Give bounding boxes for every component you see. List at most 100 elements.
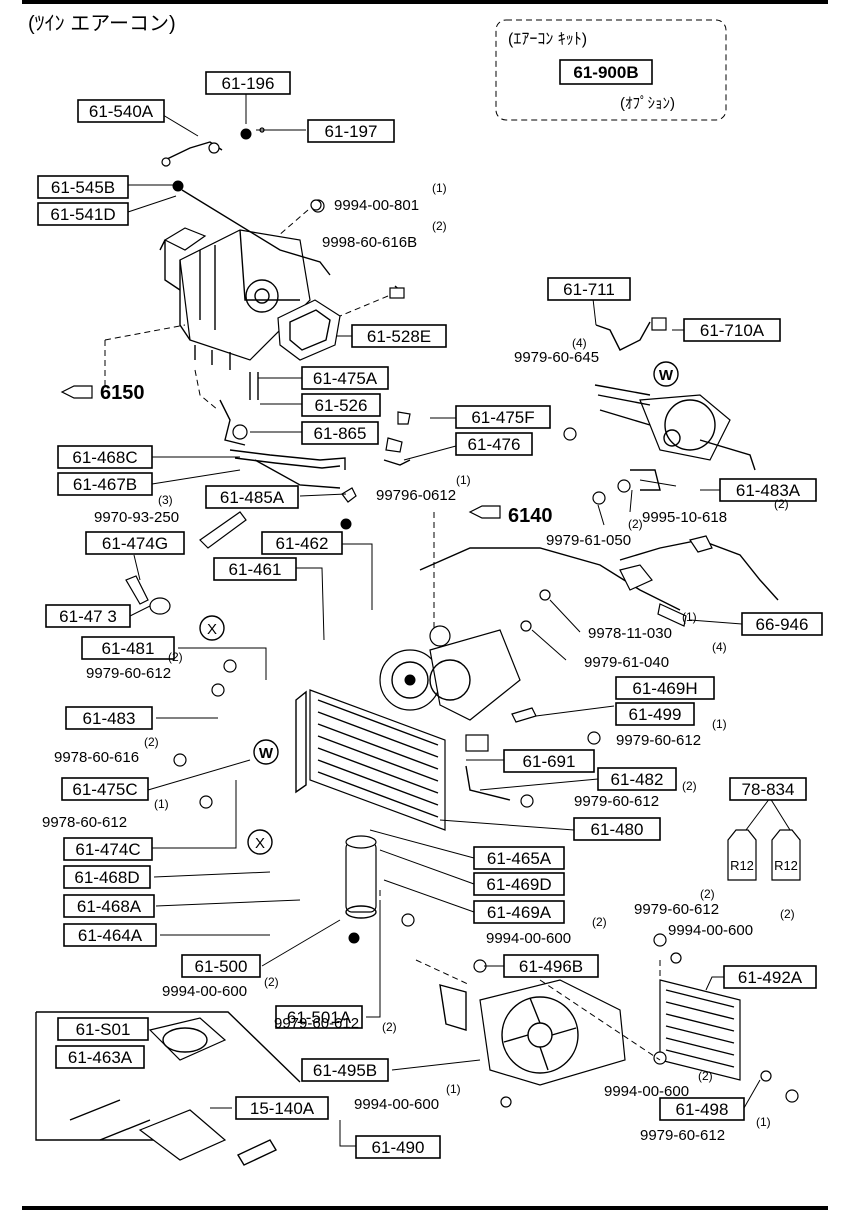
callout-9979-60-612[interactable]: 9979-60-612(1) <box>640 1115 771 1144</box>
part-label-text: 61-545B <box>51 178 115 197</box>
part-label-61-469d[interactable]: 61-469D <box>473 872 565 896</box>
part-label-61-467b[interactable]: 61-467B <box>57 472 153 496</box>
callout-qty: (1) <box>446 1082 461 1096</box>
part-label-61-545b[interactable]: 61-545B <box>37 175 129 199</box>
callout-qty: (2) <box>628 517 643 531</box>
callout-9979-60-612[interactable]: 9979-60-612(2) <box>86 650 183 682</box>
part-label-61-528e[interactable]: 61-528E <box>351 324 447 348</box>
callout-9994-00-600[interactable]: 9994-00-600(2) <box>486 915 607 947</box>
callout-9979-60-612[interactable]: 9979-60-612(2) <box>274 1015 397 1034</box>
bottom-rule <box>22 1206 828 1210</box>
part-label-61-s01[interactable]: 61-S01 <box>57 1017 149 1041</box>
part-label-61-492a[interactable]: 61-492A <box>723 965 817 989</box>
callout-9979-60-645[interactable]: 9979-60-645(4) <box>514 336 599 366</box>
part-label-text: 61-485A <box>220 488 285 507</box>
ref-arrow-6150: 6150 <box>60 382 145 404</box>
part-label-15-140a[interactable]: 15-140A <box>235 1096 329 1120</box>
callout-9994-00-600[interactable]: 9994-00-600(2) <box>162 975 279 1000</box>
ref-6140[interactable]: 6140 <box>508 505 553 527</box>
part-label-61-540a[interactable]: 61-540A <box>77 99 165 123</box>
part-label-text: 66-946 <box>756 615 809 634</box>
callout-9978-60-616[interactable]: 9978-60-616(2) <box>54 735 159 766</box>
callout-qty: (1) <box>432 181 447 195</box>
callout-number: 9979-60-612 <box>274 1015 359 1032</box>
callout-number: 9979-60-612 <box>574 793 659 810</box>
part-label-61-483a[interactable]: 61-483A <box>719 478 817 502</box>
callout-9978-11-030[interactable]: 9978-11-030(1) <box>588 610 697 642</box>
top-rule <box>22 0 828 4</box>
callout-99796-0612[interactable]: 99796-0612(1) <box>376 473 471 504</box>
part-label-61-480[interactable]: 61-480 <box>573 817 661 841</box>
part-label-61-196[interactable]: 61-196 <box>205 71 291 95</box>
callout-9994-00-600[interactable]: 9994-00-600(2) <box>604 1069 713 1100</box>
part-label-text: 61-462 <box>276 534 329 553</box>
callout-9998-60-616B[interactable]: 9998-60-616B(2) <box>322 219 447 251</box>
option-kit-panel <box>495 19 727 121</box>
part-label-61-197[interactable]: 61-197 <box>307 119 395 143</box>
boxed-part-labels: 61-196 61-540A 61-197 61-545B 61-541D 61-528E… <box>37 71 823 1159</box>
callout-9979-60-612[interactable]: 9979-60-612(2) <box>634 887 719 918</box>
callout-number: 9994-00-600 <box>486 930 571 947</box>
part-label-61-465a[interactable]: 61-465A <box>473 846 565 870</box>
part-label-61-473[interactable]: 61-47 3 <box>45 604 131 628</box>
part-label-text: 61-541D <box>50 205 115 224</box>
option-kit-part[interactable]: 61-900B <box>573 63 638 82</box>
part-label-text: 61-461 <box>229 560 282 579</box>
part-label-61-464a[interactable]: 61-464A <box>63 923 157 947</box>
part-label-61-526[interactable]: 61-526 <box>301 393 381 417</box>
part-label-61-495b[interactable]: 61-495B <box>301 1058 389 1082</box>
part-label-61-710a[interactable]: 61-710A <box>683 318 781 342</box>
callout-9970-93-250[interactable]: 9970-93-250(3) <box>94 493 179 526</box>
callout-9979-60-612[interactable]: 9979-60-612(2) <box>574 779 697 810</box>
part-label-61-499[interactable]: 61-499 <box>615 702 695 726</box>
part-label-61-496b[interactable]: 61-496B <box>503 954 599 978</box>
part-label-61-865[interactable]: 61-865 <box>301 421 379 445</box>
part-label-61-474c[interactable]: 61-474C <box>63 837 153 861</box>
callout-number: 9970-93-250 <box>94 509 179 526</box>
callout-number: 9979-60-612 <box>634 901 719 918</box>
part-label-text: 15-140A <box>250 1099 315 1118</box>
part-label-61-463a[interactable]: 61-463A <box>55 1045 145 1069</box>
callout-9995-10-618[interactable]: 9995-10-618(2) <box>642 497 789 526</box>
marker-w-left: W <box>253 739 279 765</box>
part-label-61-475a[interactable]: 61-475A <box>301 366 389 390</box>
part-label-61-468a[interactable]: 61-468A <box>63 894 155 918</box>
part-label-61-469h[interactable]: 61-469H <box>615 676 715 700</box>
ref-6150[interactable]: 6150 <box>100 382 145 404</box>
part-label-61-469a[interactable]: 61-469A <box>473 900 565 924</box>
part-label-61-483[interactable]: 61-483 <box>65 706 153 730</box>
part-label-61-490[interactable]: 61-490 <box>355 1135 441 1159</box>
part-label-61-541d[interactable]: 61-541D <box>37 202 129 226</box>
part-label-61-476[interactable]: 61-476 <box>455 432 533 456</box>
part-label-61-711[interactable]: 61-711 <box>547 277 631 301</box>
callout-9979-60-612[interactable]: 9979-60-612(1) <box>616 717 727 749</box>
part-label-61-482[interactable]: 61-482 <box>597 767 677 791</box>
part-label-61-498[interactable]: 61-498 <box>659 1097 745 1121</box>
part-label-61-485a[interactable]: 61-485A <box>205 485 299 509</box>
callout-9978-60-612[interactable]: 9978-60-612(1) <box>42 797 169 831</box>
part-label-61-475c[interactable]: 61-475C <box>61 777 149 801</box>
part-label-66-946[interactable]: 66-946 <box>741 612 823 636</box>
part-label-61-691[interactable]: 61-691 <box>503 749 595 773</box>
part-label-text: 61-468D <box>74 868 139 887</box>
callout-9979-61-050[interactable]: 9979-61-050(2) <box>546 517 643 549</box>
part-label-61-501a[interactable]: 61-501A <box>275 1005 363 1029</box>
part-label-61-468d[interactable]: 61-468D <box>63 865 151 889</box>
callout-9994-00-801[interactable]: 9994-00-801(1) <box>334 181 447 214</box>
part-label-61-475f[interactable]: 61-475F <box>455 405 551 429</box>
part-label-61-461[interactable]: 61-461 <box>213 557 297 581</box>
part-label-text: 61-501A <box>287 1008 352 1027</box>
part-label-61-468c[interactable]: 61-468C <box>57 445 153 469</box>
callout-qty: (4) <box>712 640 727 654</box>
wire-harness-right <box>419 535 779 627</box>
part-label-text: 61-495B <box>313 1061 377 1080</box>
part-label-61-481[interactable]: 61-481 <box>81 636 175 660</box>
part-label-78-834[interactable]: 78-834 <box>729 777 807 801</box>
part-label-61-462[interactable]: 61-462 <box>261 531 343 555</box>
callout-9994-00-600[interactable]: 9994-00-600(1) <box>354 1082 461 1113</box>
cooling-fan <box>439 979 626 1086</box>
part-label-61-474g[interactable]: 61-474G <box>85 531 185 555</box>
part-label-61-500[interactable]: 61-500 <box>181 954 261 978</box>
callout-9979-61-040[interactable]: 9979-61-040(4) <box>584 640 727 671</box>
callout-9994-00-600[interactable]: 9994-00-600(2) <box>668 907 795 939</box>
